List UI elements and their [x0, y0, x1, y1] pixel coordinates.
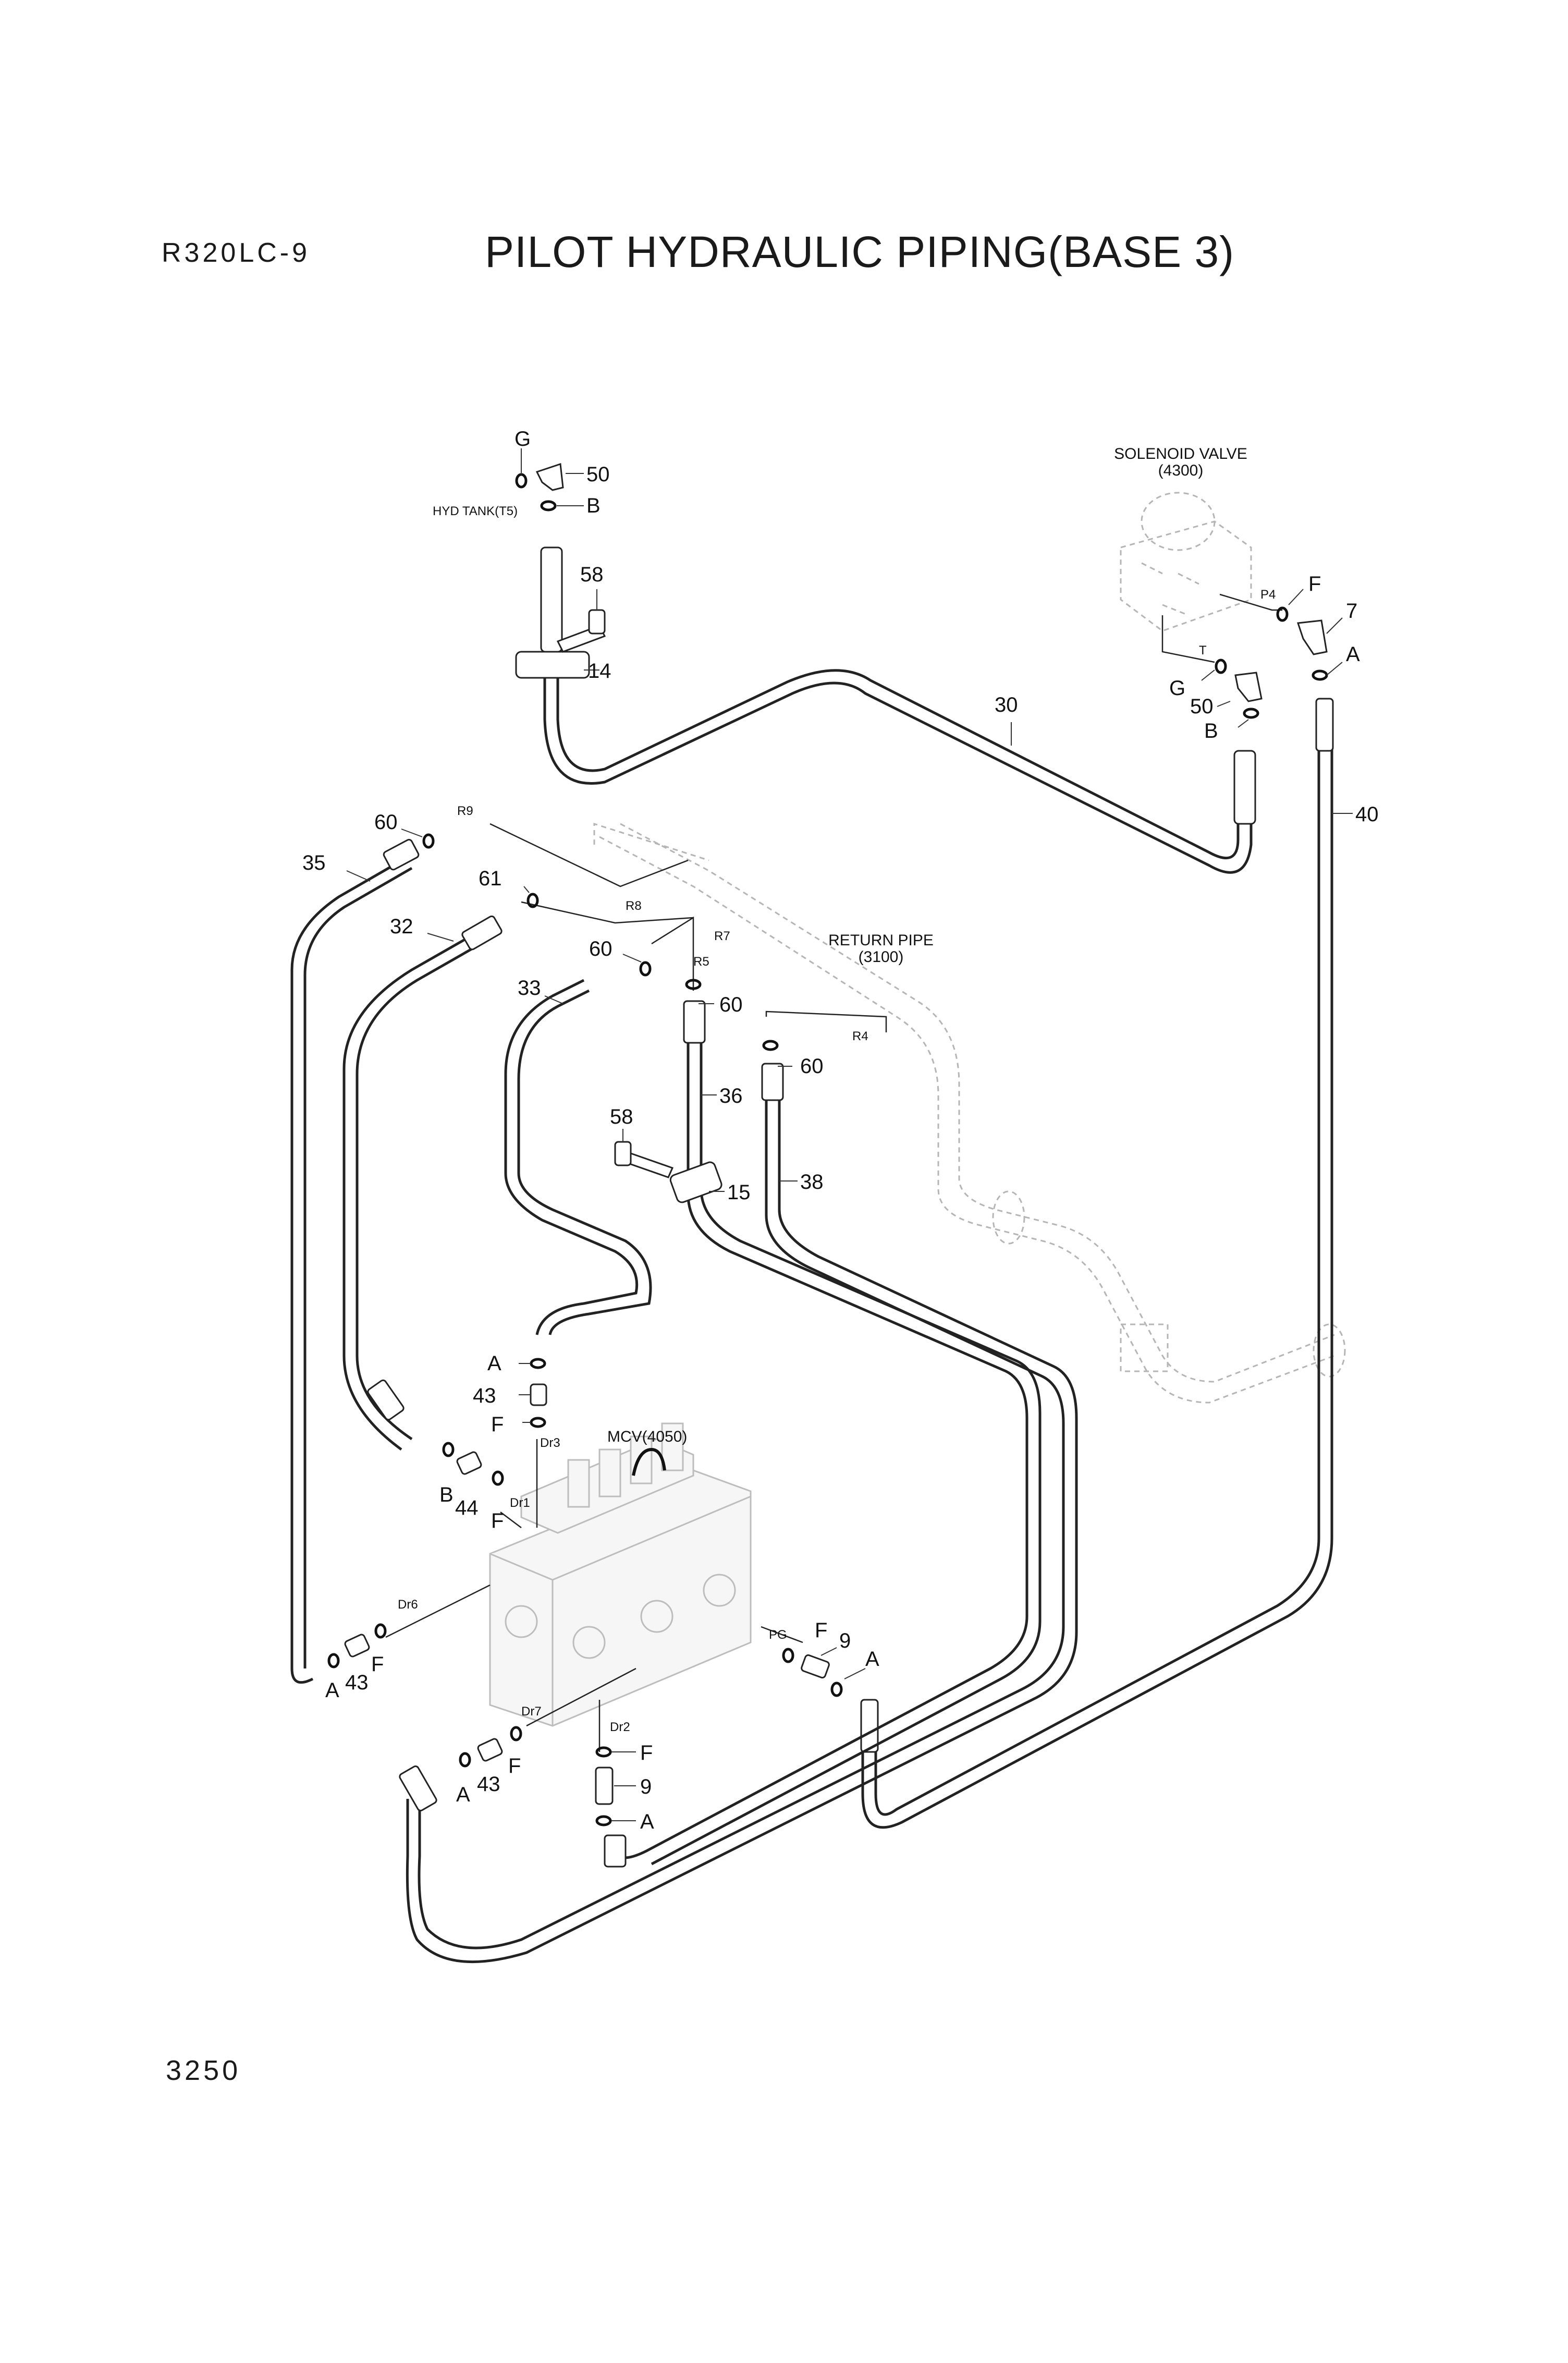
- callout-43: 43: [477, 1773, 500, 1796]
- callout-7: 7: [1346, 600, 1357, 623]
- callout-43: 43: [345, 1671, 369, 1694]
- callout-43: 43: [473, 1384, 496, 1407]
- callout-15: 15: [727, 1181, 751, 1204]
- port-r9: R9: [457, 804, 473, 818]
- port-r8: R8: [626, 899, 642, 913]
- callout-58: 58: [610, 1105, 633, 1128]
- bolt-58-mid: [614, 1141, 674, 1178]
- port-p4: P4: [1260, 588, 1276, 602]
- hose-40: [860, 698, 1334, 1829]
- solenoid-valve-code: (4300): [1158, 462, 1204, 479]
- callout-50: 50: [1190, 695, 1214, 718]
- solenoid-valve-ghost: [1120, 492, 1252, 632]
- elbow-7: [1296, 619, 1328, 655]
- port-r4: R4: [852, 1029, 868, 1043]
- callout-f: F: [640, 1741, 653, 1764]
- elbow-50-top: [535, 462, 564, 491]
- callout-a: A: [865, 1648, 879, 1671]
- callout-b: B: [1204, 720, 1218, 742]
- callout-60: 60: [800, 1055, 824, 1078]
- callout-35: 35: [302, 851, 326, 874]
- hyd-tank-label: HYD TANK(T5): [433, 504, 518, 518]
- return-pipe-ghost: [593, 822, 1346, 1404]
- port-r7: R7: [714, 929, 730, 943]
- callout-leaders: [346, 448, 1353, 1821]
- callout-33: 33: [518, 977, 541, 1000]
- callout-b: B: [586, 494, 601, 517]
- orings: [327, 473, 1328, 1826]
- port-pg: PG: [769, 1628, 787, 1642]
- callout-b: B: [439, 1483, 454, 1506]
- bolt-58-top: [556, 609, 606, 653]
- callout-f: F: [1308, 573, 1321, 595]
- callout-44: 44: [455, 1496, 479, 1519]
- port-dr7: Dr7: [521, 1704, 542, 1719]
- port-t: T: [1199, 643, 1207, 657]
- callout-a: A: [1346, 643, 1360, 666]
- callout-38: 38: [800, 1171, 824, 1193]
- port-dr1: Dr1: [510, 1496, 530, 1510]
- callout-32: 32: [390, 915, 413, 938]
- hose-36: [604, 1000, 1042, 1868]
- callout-g: G: [514, 428, 531, 450]
- model-number: R320LC-9: [162, 238, 311, 268]
- page-title: PILOT HYDRAULIC PIPING(BASE 3): [485, 227, 1235, 276]
- callout-g: G: [1169, 677, 1185, 700]
- callout-40: 40: [1355, 803, 1379, 826]
- port-dr2: Dr2: [610, 1720, 630, 1734]
- clamp-15: [669, 1161, 722, 1203]
- hose-38: [399, 1063, 1078, 1964]
- callout-9: 9: [839, 1629, 851, 1652]
- callout-61: 61: [479, 867, 502, 890]
- return-pipe-code: (3100): [859, 948, 904, 966]
- hose-33: [504, 979, 652, 1335]
- callout-50: 50: [586, 463, 610, 486]
- callout-a: A: [456, 1783, 470, 1806]
- callout-30: 30: [995, 693, 1018, 716]
- port-dr6: Dr6: [398, 1598, 418, 1612]
- callout-36: 36: [719, 1085, 743, 1107]
- mcv-label: MCV(4050): [607, 1428, 687, 1445]
- callout-f: F: [491, 1413, 504, 1436]
- clamp-14: [515, 651, 590, 679]
- page-number: 3250: [166, 2055, 241, 2086]
- callout-f: F: [371, 1653, 384, 1676]
- callout-a: A: [325, 1679, 339, 1702]
- port-lines: [489, 593, 1282, 1032]
- callout-numbers: G 50 B 58 14 30 7 F A G 50 B 40 60 35 61…: [302, 428, 1379, 1833]
- callout-a: A: [487, 1352, 501, 1375]
- callout-9: 9: [640, 1775, 652, 1798]
- hose-35: [290, 838, 420, 1684]
- callout-60: 60: [719, 993, 743, 1016]
- return-pipe-label: RETURN PIPE: [828, 932, 934, 949]
- hose-30: [540, 546, 1256, 874]
- port-r5: R5: [693, 955, 709, 969]
- port-dr3: Dr3: [540, 1436, 560, 1450]
- callout-f: F: [491, 1509, 504, 1532]
- callout-60: 60: [589, 937, 612, 960]
- callout-58: 58: [580, 563, 604, 586]
- callout-a: A: [640, 1810, 654, 1833]
- callout-60: 60: [374, 811, 398, 834]
- mcv-block: [489, 1422, 752, 1727]
- solenoid-valve-label: SOLENOID VALVE: [1114, 445, 1247, 462]
- callout-f: F: [508, 1755, 521, 1777]
- callout-f: F: [815, 1619, 827, 1642]
- port-leaders: [385, 1439, 803, 1752]
- hose-32: [342, 915, 503, 1451]
- elbow-50-right: [1234, 672, 1263, 702]
- callout-14: 14: [588, 660, 611, 683]
